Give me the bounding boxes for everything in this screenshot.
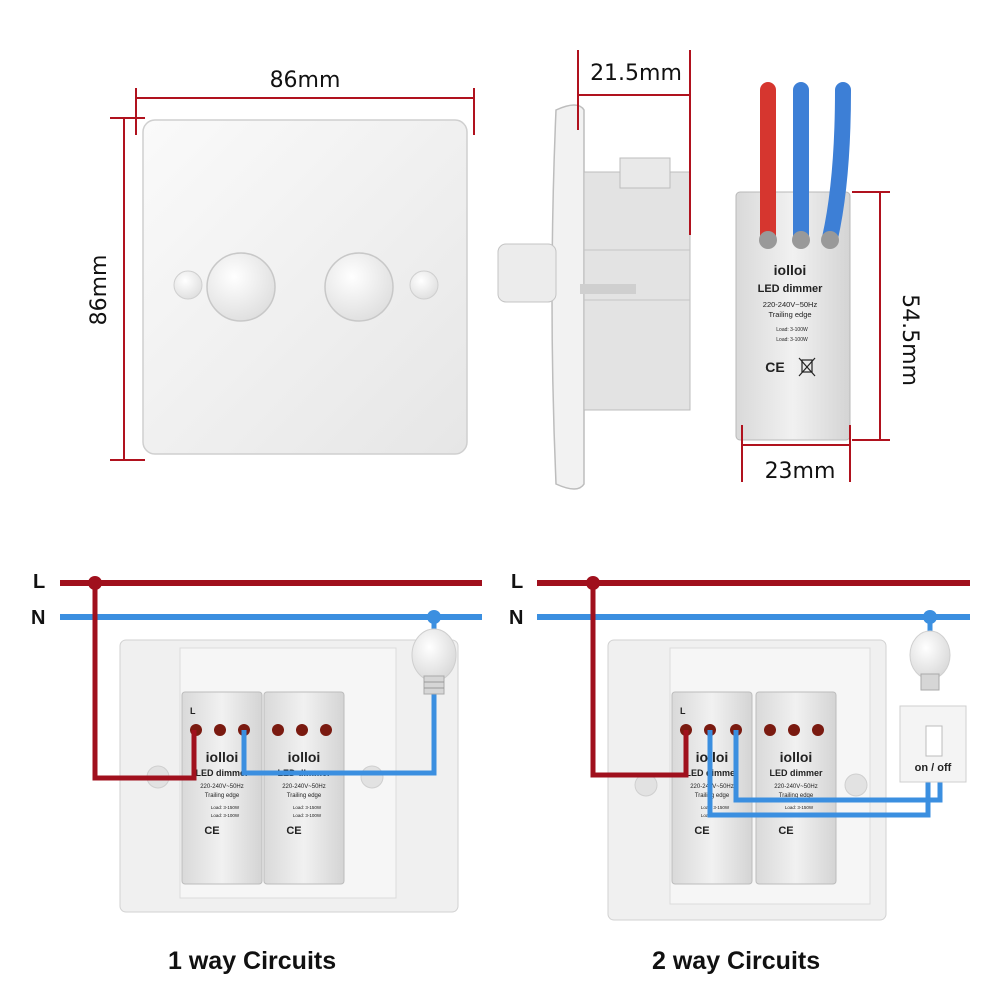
module-1-type: Trailing edge (205, 793, 240, 799)
module-4-product: LED dimmer (769, 768, 823, 778)
module-2-ce: CE (286, 825, 301, 837)
neutral-label-2: N (509, 607, 523, 629)
caption-one-way: 1 way Circuits (168, 947, 337, 975)
module-3-ce: CE (694, 825, 709, 837)
weee-bin-icon (798, 357, 816, 377)
module-1-rating: 220-240V~50Hz (200, 784, 244, 790)
module-1-ce: CE (204, 825, 219, 837)
dimension-label-module-width: 23mm (765, 459, 836, 484)
module-2: iolloi LED dimmer 220-240V~50Hz Trailing… (263, 691, 345, 885)
two-way-circuit: L N L iolloi LED dimmer 220-240V~50Hz Tr… (509, 571, 970, 921)
module-1-product: LED dimmer (195, 768, 249, 778)
module-1-brand: iolloi (206, 749, 239, 765)
dimension-module-height (852, 191, 890, 441)
neutral-label: N (31, 607, 45, 629)
dimmer-module: iolloi LED dimmer 220-240V~50Hz Trailing… (735, 82, 851, 441)
dimension-label-height: 86mm (87, 255, 112, 326)
module-type: Trailing edge (768, 310, 811, 319)
face-plate (142, 119, 468, 455)
lightbulb-icon-2 (909, 630, 951, 691)
one-way-circuit: L N L iolloi LED dimmer 220-240V~50Hz Tr… (31, 571, 482, 913)
module-2-type: Trailing edge (287, 793, 322, 799)
module-product: LED dimmer (758, 283, 824, 295)
module-rating: 220-240V~50Hz (763, 300, 818, 309)
module-1: L iolloi LED dimmer 220-240V~50Hz Traili… (181, 691, 263, 885)
live-label: L (33, 571, 45, 593)
module-4: iolloi LED dimmer 220-240V~50Hz Trailing… (755, 691, 837, 885)
module-ce-mark: CE (765, 359, 784, 375)
dimension-label-width: 86mm (270, 68, 341, 93)
module-load-led-alt: Load: 3-100W (776, 337, 808, 343)
traveller-wire-2 (733, 730, 943, 803)
dimmer-knob-right (324, 252, 394, 322)
side-plate (551, 104, 585, 490)
dimension-label-depth: 21.5mm (590, 61, 682, 86)
module-1-load-led: Load: 3-100W (211, 813, 240, 818)
side-top-clip (619, 157, 671, 189)
terminal-screw-l (759, 231, 777, 249)
l2-wire (822, 82, 851, 246)
module-4-rating: 220-240V~50Hz (774, 784, 818, 790)
live-feed-wire (92, 583, 197, 781)
module-2-rating: 220-240V~50Hz (282, 784, 326, 790)
dimension-plate-height (110, 117, 145, 461)
module-4-load-bulb: Load: 3-150W (785, 805, 814, 810)
side-knob (497, 243, 557, 303)
terminal-screw-l1 (792, 231, 810, 249)
module-4-ce: CE (778, 825, 793, 837)
terminal-screw-l2 (821, 231, 839, 249)
module-4-brand: iolloi (780, 749, 813, 765)
two-way-switch: on / off (899, 705, 967, 783)
module-4-type: Trailing edge (779, 793, 814, 799)
dimension-module-width (741, 425, 851, 482)
dimension-plate-width (135, 88, 475, 135)
module-3-load-bulb: Load: 3-150W (701, 805, 730, 810)
module-2-load-led: Load: 3-100W (293, 813, 322, 818)
live-feed-wire-2 (590, 583, 689, 778)
dimension-depth (577, 50, 691, 235)
side-screw (580, 284, 636, 294)
module-1-load-bulb: Load: 3-150W (211, 805, 240, 810)
dimension-label-module-height: 54.5mm (897, 294, 922, 386)
switch-label: on / off (915, 762, 952, 774)
screw-cap-left (173, 270, 203, 300)
front-view (142, 119, 468, 455)
screw-cap-right (409, 270, 439, 300)
live-label-2: L (511, 571, 523, 593)
module-2-brand: iolloi (288, 749, 321, 765)
caption-two-way: 2 way Circuits (652, 947, 821, 975)
lightbulb-icon (411, 628, 457, 695)
module-load-led: Load: 3-100W (776, 327, 808, 333)
module-2-load-bulb: Load: 3-150W (293, 805, 322, 810)
terminal-label-l-2: L (680, 706, 686, 716)
side-view (497, 104, 691, 490)
lamp-feed-wire (241, 690, 437, 776)
module-brand: iolloi (774, 262, 807, 278)
dimmer-knob-left (206, 252, 276, 322)
terminal-label-l: L (190, 706, 196, 716)
